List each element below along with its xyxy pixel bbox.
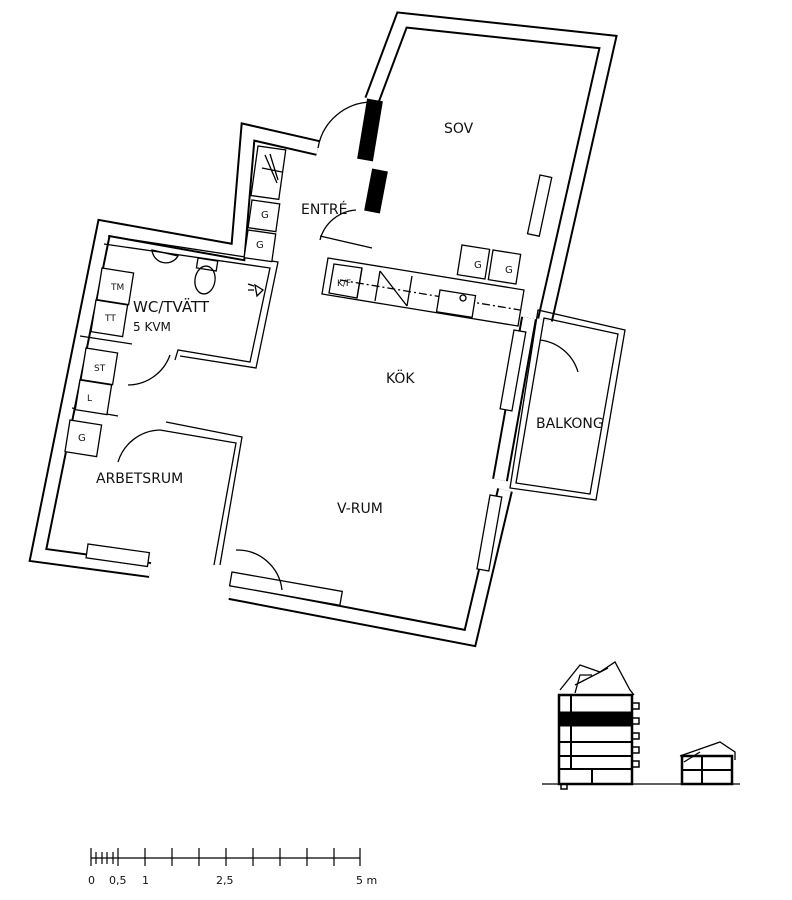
scale-label: 1: [142, 874, 149, 887]
scale-label: 5 m: [356, 874, 377, 887]
room-label-sov: SOV: [444, 121, 474, 137]
building-section: [542, 661, 740, 790]
balcony-outline: [509, 309, 626, 501]
fixture-label-g: G: [505, 265, 513, 276]
room-label-vrum: V-RUM: [337, 501, 383, 517]
scale-bar: [90, 848, 361, 866]
windows: [85, 174, 553, 606]
room-label-balkong: BALKONG: [536, 416, 604, 432]
scale-label: 0: [88, 874, 95, 887]
fixture-label-kf: K/F: [337, 279, 351, 289]
room-label-wc: WC/TVÄTT: [133, 297, 210, 316]
kitchen-counter: [321, 244, 525, 327]
room-label-arbetsrum: ARBETSRUM: [96, 471, 183, 487]
room-area-wc: 5 KVM: [133, 320, 171, 334]
sanitary: [151, 249, 265, 298]
fixture-label-st: ST: [94, 364, 106, 374]
fixture-label-tm: TM: [110, 283, 124, 293]
fixture-label-g: G: [78, 433, 86, 444]
doors: [117, 101, 579, 591]
scale-label: 2,5: [216, 874, 234, 887]
fixture-label-l: L: [87, 394, 92, 404]
fixture-label-g: G: [256, 240, 264, 251]
room-label-entre: ENTRÉ: [301, 201, 347, 218]
fixture-label-tt: TT: [104, 314, 116, 324]
room-label-kok: KÖK: [386, 369, 415, 387]
scale-label: 0,5: [109, 874, 127, 887]
wardrobes: [64, 145, 287, 458]
fixture-label-g: G: [261, 210, 269, 221]
fixture-label-g: G: [474, 260, 482, 271]
